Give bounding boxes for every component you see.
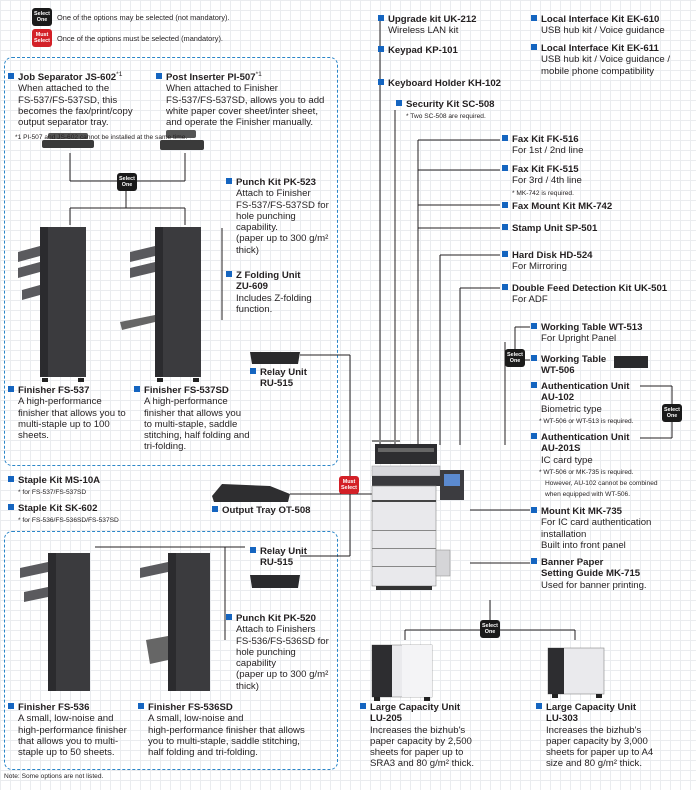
bullet-icon (531, 433, 537, 439)
item-lu303: Large Capacity Unit LU-303 Increases the… (536, 702, 653, 770)
bullet-icon (502, 135, 508, 141)
item-kp101: Keypad KP-101 (378, 45, 458, 56)
item-ms10a: Staple Kit MS-10A * for FS-537/FS-537SD (8, 475, 100, 498)
bullet-icon (134, 386, 140, 392)
bullet-icon (531, 44, 537, 50)
item-uk501: Double Feed Detection Kit UK-501 For ADF (502, 283, 667, 306)
item-kh102: Keyboard Holder KH-102 (378, 78, 501, 89)
bullet-icon (8, 73, 14, 80)
bullet-icon (226, 271, 232, 277)
bullet-icon (502, 224, 508, 230)
item-ru515-bottom: Relay Unit RU-515 (250, 546, 307, 569)
item-mk742: Fax Mount Kit MK-742 (502, 201, 612, 212)
item-ot508: Output Tray OT-508 (212, 505, 311, 516)
bullet-icon (378, 15, 384, 21)
bullet-icon (378, 79, 384, 85)
bullet-icon (531, 15, 537, 21)
item-mk715: Banner Paper Setting Guide MK-715 Used f… (531, 557, 647, 591)
item-sk602: Staple Kit SK-602 * for FS-536/FS-536SD/… (8, 503, 119, 526)
bullet-icon (212, 506, 218, 512)
item-ek610: Local Interface Kit EK-610 USB hub kit /… (531, 14, 665, 37)
item-sc508: Security Kit SC-508 * Two SC-508 are req… (396, 99, 495, 122)
item-pk523: Punch Kit PK-523 Attach to Finisher FS-5… (226, 177, 329, 256)
legend-must-text: Once of the options must be selected (ma… (57, 34, 223, 43)
bullet-icon (250, 368, 256, 374)
bullet-icon (360, 703, 366, 709)
item-fs536: Finisher FS-536 A small, low-noise and h… (8, 702, 127, 758)
bullet-icon (156, 73, 162, 80)
group-fs537-options (4, 57, 338, 466)
item-pk520: Punch Kit PK-520 Attach to Finishers FS-… (226, 613, 329, 692)
bullet-icon (396, 100, 402, 106)
bullet-icon (502, 284, 508, 290)
footnote: Note: Some options are not listed. (4, 773, 104, 780)
bullet-icon (502, 202, 508, 208)
bullet-icon (226, 178, 232, 184)
bullet-icon (378, 46, 384, 52)
item-fs536sd: Finisher FS-536SD A small, low-noise and… (138, 702, 305, 758)
bullet-icon (8, 703, 14, 709)
item-mk735: Mount Kit MK-735 For IC card authenticat… (531, 506, 651, 551)
item-js602: Job Separator JS-602*1 When attached to … (8, 71, 133, 129)
bullet-icon (531, 558, 537, 564)
bullet-icon (531, 382, 537, 388)
bullet-icon (250, 547, 256, 553)
bullet-icon (502, 251, 508, 257)
item-fk516: Fax Kit FK-516 For 1st / 2nd line (502, 134, 583, 157)
bullet-icon (536, 703, 542, 709)
bullet-icon (138, 703, 144, 709)
item-fk515: Fax Kit FK-515 For 3rd / 4th line * MK-7… (502, 164, 582, 198)
legend-select-text: One of the options may be selected (not … (57, 13, 230, 22)
item-wt506: Working Table WT-506 (531, 354, 606, 377)
item-zu609: Z Folding Unit ZU-609 Includes Z-folding… (226, 270, 312, 315)
bullet-icon (8, 386, 14, 392)
note-pi507-js602: *1 PI-507 and JS-602 cannot be installed… (15, 134, 188, 141)
item-lu205: Large Capacity Unit LU-205 Increases the… (360, 702, 474, 770)
item-sp501: Stamp Unit SP-501 (502, 223, 597, 234)
item-fs537sd: Finisher FS-537SD A high-performance fin… (134, 385, 250, 453)
bullet-icon (531, 507, 537, 513)
bullet-icon (531, 323, 537, 329)
group-fs536-options (4, 531, 338, 770)
bullet-icon (531, 355, 537, 361)
bullet-icon (8, 504, 14, 510)
bullet-icon (8, 476, 14, 482)
item-au201s: Authentication Unit AU-201S IC card type… (531, 432, 658, 500)
item-uk212: Upgrade kit UK-212 Wireless LAN kit (378, 14, 477, 37)
bullet-icon (502, 165, 508, 171)
item-ru515-top: Relay Unit RU-515 (250, 367, 307, 390)
item-au102: Authentication Unit AU-102 Biometric typ… (531, 381, 634, 426)
item-fs537: Finisher FS-537 A high-performance finis… (8, 385, 126, 441)
item-pi507: Post Inserter PI-507*1 When attached to … (156, 71, 324, 129)
bullet-icon (226, 614, 232, 620)
item-ek611: Local Interface Kit EK-611 USB hub kit /… (531, 43, 670, 77)
item-hd524: Hard Disk HD-524 For Mirroring (502, 250, 593, 273)
item-wt513: Working Table WT-513 For Upright Panel (531, 322, 642, 345)
